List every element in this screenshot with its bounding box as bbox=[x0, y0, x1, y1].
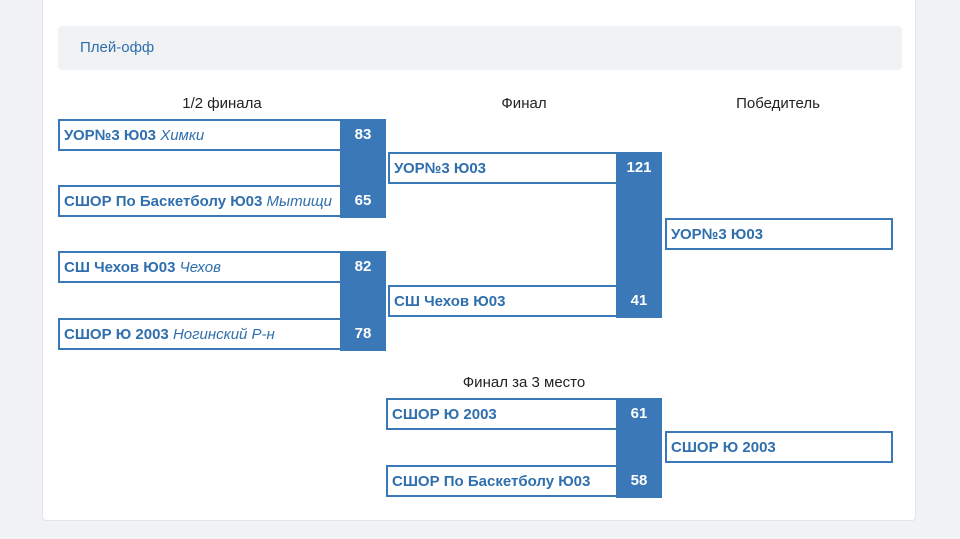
team-name[interactable]: СШОР Ю 2003 bbox=[671, 439, 776, 456]
third-place-team-2[interactable]: СШОР По Баскетболу Ю03 bbox=[386, 465, 616, 497]
final-connector bbox=[616, 152, 662, 318]
semifinal-score-3: 82 bbox=[354, 258, 372, 275]
final-team-1[interactable]: УОР№3 Ю03 bbox=[388, 152, 616, 184]
winner-team[interactable]: УОР№3 Ю03 bbox=[665, 218, 893, 250]
semifinal-2-connector bbox=[340, 251, 386, 351]
team-name[interactable]: СШОР По Баскетболу Ю03 bbox=[392, 473, 591, 490]
team-name[interactable]: СШ Чехов Ю03 bbox=[394, 293, 506, 310]
team-city: Мытищи bbox=[266, 193, 333, 210]
team-city: Ногинский Р-н bbox=[172, 326, 275, 343]
semifinal-1-connector bbox=[340, 119, 386, 218]
semifinal-team-3[interactable]: СШ Чехов Ю03 Чехов bbox=[58, 251, 340, 283]
third-place-team-1[interactable]: СШОР Ю 2003 bbox=[386, 398, 616, 430]
team-name[interactable]: УОР№3 Ю03 bbox=[394, 160, 487, 177]
section-title: Плей-офф bbox=[80, 39, 155, 56]
semifinal-score-2: 65 bbox=[354, 192, 372, 209]
team-city: Химки bbox=[160, 127, 205, 144]
semifinal-team-2[interactable]: СШОР По Баскетболу Ю03 Мытищи bbox=[58, 185, 340, 217]
column-title-third-place: Финал за 3 место bbox=[462, 374, 586, 391]
column-title-final: Финал bbox=[501, 95, 547, 112]
section-header: Плей-офф bbox=[58, 26, 902, 70]
team-name[interactable]: СШ Чехов Ю03 bbox=[64, 259, 176, 276]
team-name[interactable]: СШОР Ю 2003 bbox=[64, 326, 169, 343]
third-place-connector bbox=[616, 398, 662, 498]
column-title-winner: Победитель bbox=[736, 95, 820, 112]
third-place-score-1: 61 bbox=[630, 405, 648, 422]
third-place-winner-team[interactable]: СШОР Ю 2003 bbox=[665, 431, 893, 463]
final-score-1: 121 bbox=[626, 159, 652, 176]
column-title-semifinal: 1/2 финала bbox=[182, 95, 262, 112]
semifinal-team-1[interactable]: УОР№3 Ю03 Химки bbox=[58, 119, 340, 151]
final-score-2: 41 bbox=[630, 292, 648, 309]
third-place-score-2: 58 bbox=[630, 472, 648, 489]
semifinal-team-4[interactable]: СШОР Ю 2003 Ногинский Р-н bbox=[58, 318, 340, 350]
team-name[interactable]: УОР№3 Ю03 bbox=[64, 127, 157, 144]
semifinal-score-1: 83 bbox=[354, 126, 372, 143]
team-city: Чехов bbox=[179, 259, 221, 276]
team-name[interactable]: СШОР По Баскетболу Ю03 bbox=[64, 193, 263, 210]
final-team-2[interactable]: СШ Чехов Ю03 bbox=[388, 285, 616, 317]
semifinal-score-4: 78 bbox=[354, 325, 372, 342]
team-name[interactable]: СШОР Ю 2003 bbox=[392, 406, 497, 423]
team-name[interactable]: УОР№3 Ю03 bbox=[671, 226, 764, 243]
